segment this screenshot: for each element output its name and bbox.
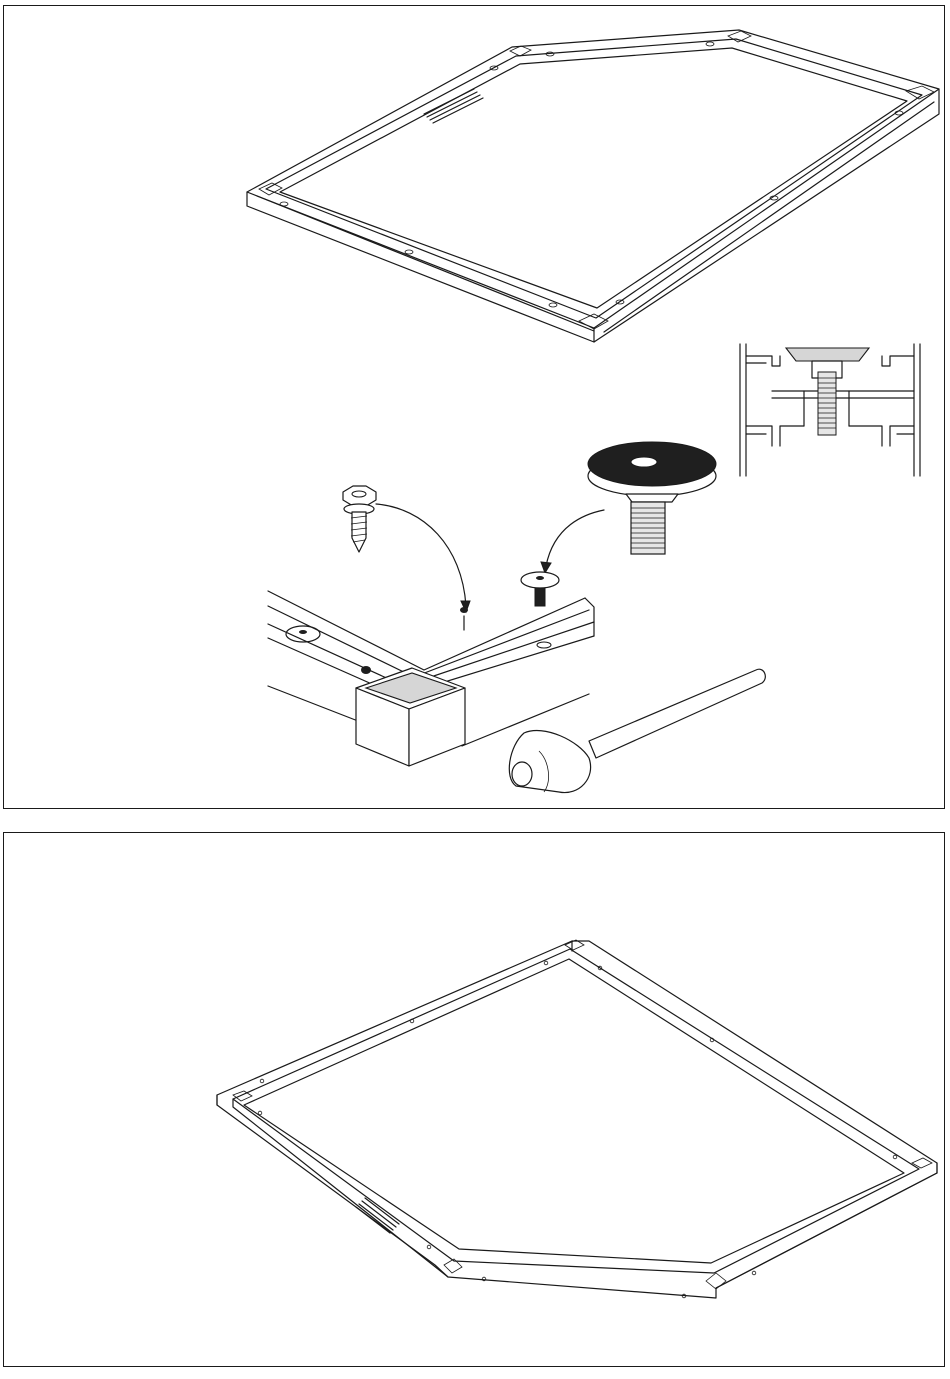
mallet-icon [509, 669, 765, 792]
assembly-step-panel-bottom [3, 832, 945, 1367]
vent-slots [424, 89, 483, 123]
assembly-step-panel-top [3, 5, 945, 809]
panel-bottom-drawing [4, 833, 946, 1368]
washer-icon [286, 572, 559, 674]
hex-screw-icon [343, 486, 376, 552]
shower-tray-frame-underside [217, 940, 937, 1298]
panel-top-drawing [4, 6, 946, 810]
threaded-bolt-section [818, 372, 836, 435]
shower-tray-frame-top [247, 30, 939, 342]
profile-section-icon [740, 344, 920, 476]
arrow-icon [376, 504, 604, 612]
adjustable-foot-icon [588, 442, 716, 554]
